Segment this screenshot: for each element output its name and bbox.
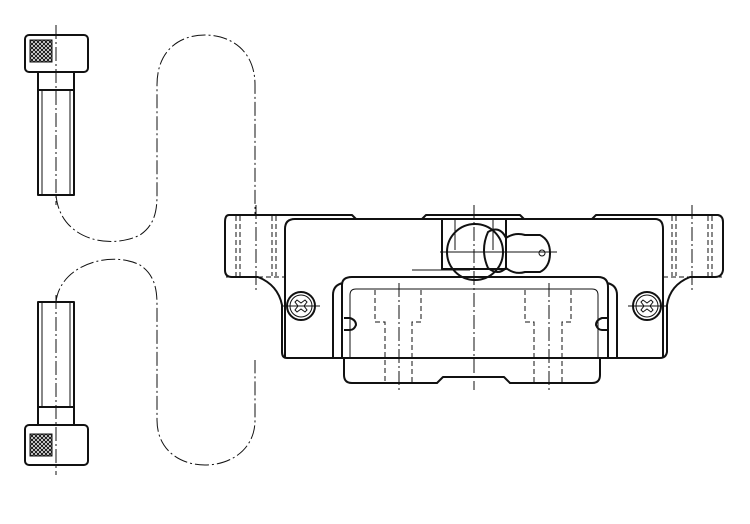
grease-nipple <box>412 218 557 281</box>
top-cap-screw <box>24 25 89 205</box>
end-seal-screw-left <box>282 291 320 321</box>
end-seal-screw-right <box>628 291 666 321</box>
bottom-cap-screw <box>24 295 89 475</box>
assembly-path-lines <box>55 34 256 466</box>
mounting-holes-hidden <box>235 205 713 290</box>
guide-rail <box>332 205 618 390</box>
linear-guide-carriage <box>224 205 724 359</box>
rail-holes-hidden <box>374 283 572 390</box>
